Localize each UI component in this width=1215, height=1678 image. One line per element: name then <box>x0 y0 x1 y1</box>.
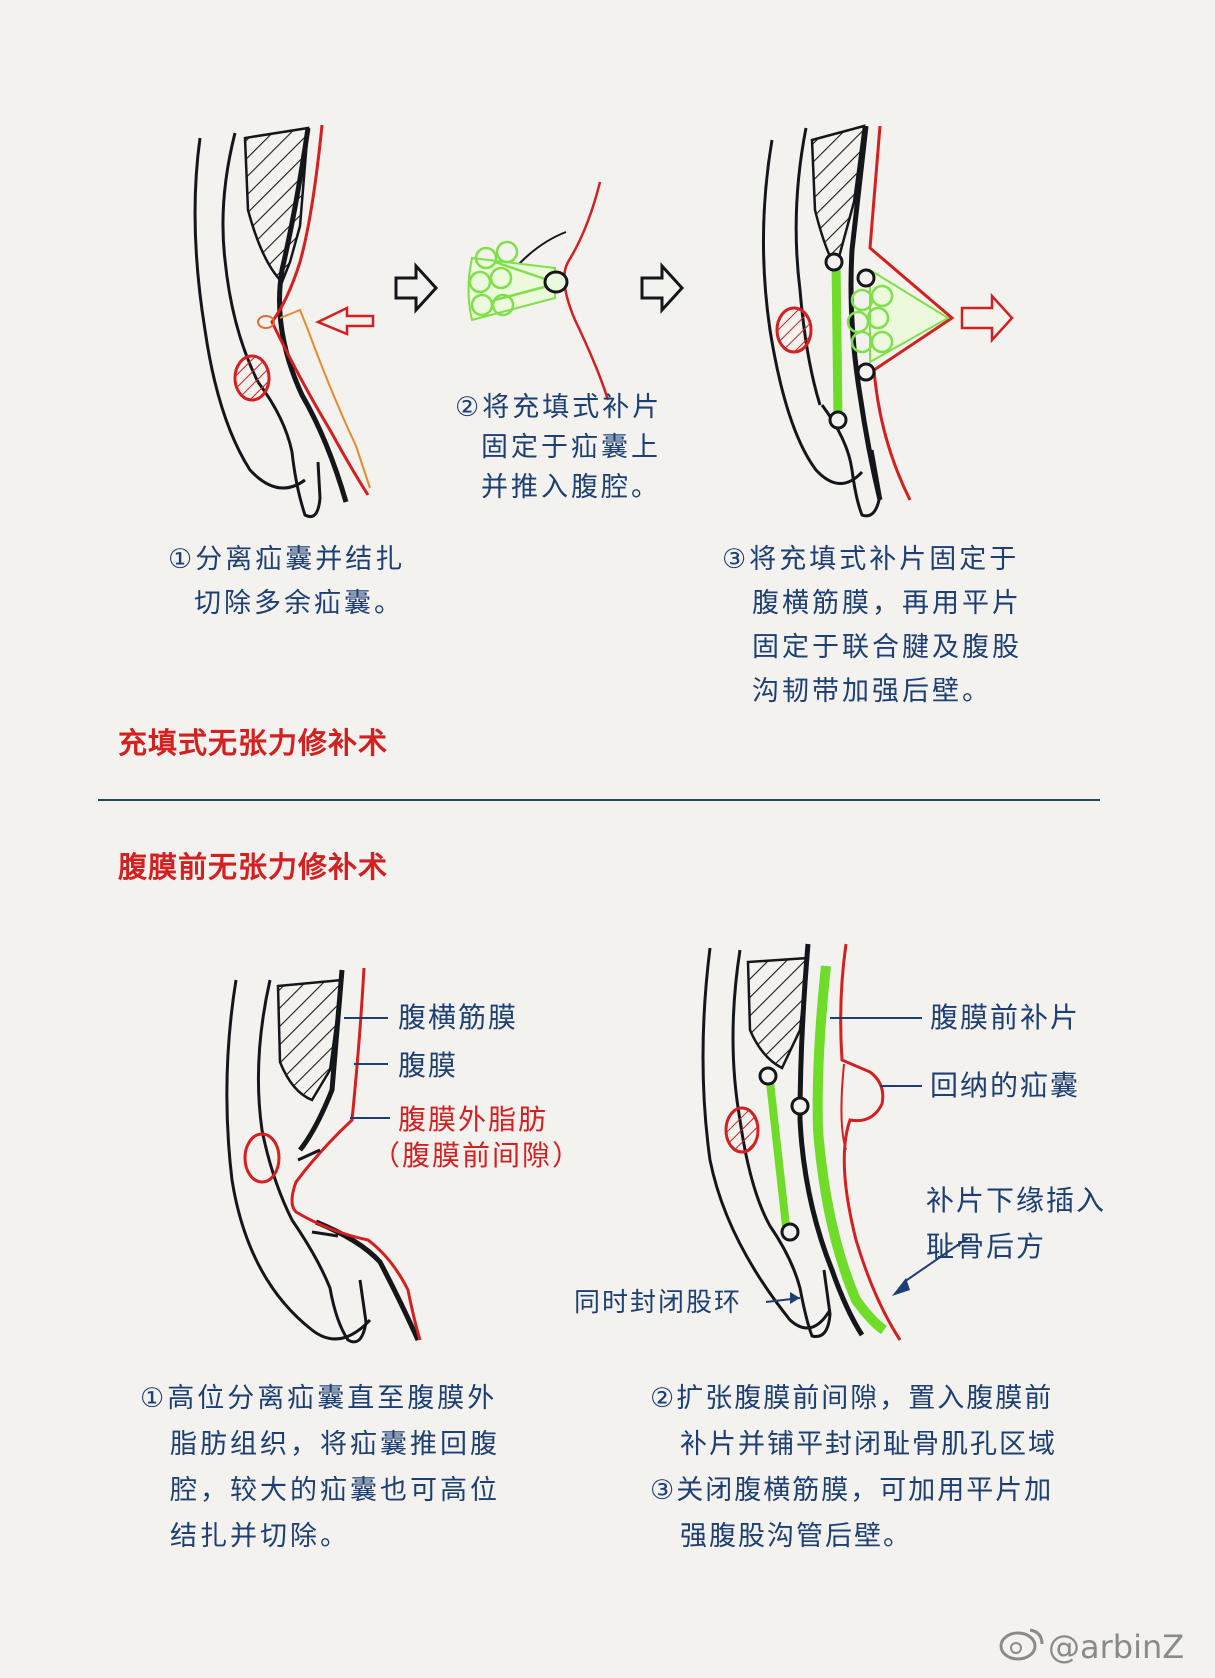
step3-line-2: 腹横筋膜，再用平片 <box>752 588 1022 619</box>
step2-line-3: 并推入腹腔。 <box>481 472 661 503</box>
diagram-4-preperitoneal-space <box>225 967 422 1344</box>
label-extraperitoneal-fat: 腹膜外脂肪 <box>398 1103 549 1136</box>
step3-line-3: 固定于联合腱及腹股 <box>752 632 1022 663</box>
label-femoral-ring: 同时封闭股环 <box>574 1288 743 1318</box>
diagram-2-plug-mesh <box>467 181 610 401</box>
s2-step1-line-3: 腔，较大的疝囊也可高位 <box>170 1475 500 1506</box>
step2-text: ②将充填式补片 固定于疝囊上 并推入腹腔。 <box>455 388 662 508</box>
flow-arrow-2 <box>640 262 685 314</box>
step1-text: ①分离疝囊并结扎 切除多余疝囊。 <box>168 538 405 626</box>
section2-title: 腹膜前无张力修补术 <box>118 850 389 884</box>
diagram-5-preperitoneal-mesh <box>701 943 969 1341</box>
label-mesh-lower-edge-2: 耻骨后方 <box>926 1230 1047 1263</box>
s2-step1-line-4: 结扎并切除。 <box>170 1521 350 1552</box>
step2-line-1: ②将充填式补片 <box>455 392 663 423</box>
label-peritoneum: 腹膜 <box>398 1049 459 1082</box>
weibo-logo-icon <box>999 1628 1044 1661</box>
label-preperitoneal-space: （腹膜前间隙） <box>372 1139 583 1172</box>
diagram-3-plug-fixed <box>762 124 1014 518</box>
step2-line-2: 固定于疝囊上 <box>481 432 661 463</box>
label-reduced-sac: 回纳的疝囊 <box>930 1069 1081 1102</box>
label-mesh-lower-edge-1: 补片下缘插入 <box>926 1184 1107 1217</box>
s2-step2-text: ②扩张腹膜前间隙，置入腹膜前 补片并铺平封闭耻骨肌孔区域 ③关闭腹横筋膜，可加用… <box>650 1376 1057 1560</box>
step1-line-1: ①分离疝囊并结扎 <box>168 544 406 575</box>
watermark: @arbinZ <box>1048 1628 1185 1666</box>
step3-line-4: 沟韧带加强后壁。 <box>752 676 992 707</box>
s2-step2-line-4: 强腹股沟管后壁。 <box>680 1521 912 1552</box>
section1-title: 充填式无张力修补术 <box>118 726 389 760</box>
s2-step1-line-1: ①高位分离疝囊直至腹膜外 <box>140 1383 498 1414</box>
s2-step1-text: ①高位分离疝囊直至腹膜外 脂肪组织，将疝囊推回腹 腔，较大的疝囊也可高位 结扎并… <box>140 1376 500 1560</box>
step3-line-1: ③将充填式补片固定于 <box>722 544 1020 575</box>
step1-line-2: 切除多余疝囊。 <box>194 588 404 619</box>
label-mesh-lower-edge: 补片下缘插入 耻骨后方 <box>926 1178 1106 1270</box>
label-preperitoneal-mesh: 腹膜前补片 <box>930 1001 1081 1034</box>
s2-step2-line-1: ②扩张腹膜前间隙，置入腹膜前 <box>650 1383 1054 1414</box>
s2-step2-line-2: 补片并铺平封闭耻骨肌孔区域 <box>680 1429 1057 1460</box>
s2-step1-line-2: 脂肪组织，将疝囊推回腹 <box>170 1429 500 1460</box>
label-transversalis-fascia: 腹横筋膜 <box>398 1001 519 1034</box>
diagram-1-hernia-sac-ligation <box>193 124 375 519</box>
flow-arrow-1 <box>394 262 439 314</box>
s2-step2-line-3: ③关闭腹横筋膜，可加用平片加 <box>650 1475 1054 1506</box>
step3-text: ③将充填式补片固定于 腹横筋膜，再用平片 固定于联合腱及腹股 沟韧带加强后壁。 <box>722 538 1022 714</box>
